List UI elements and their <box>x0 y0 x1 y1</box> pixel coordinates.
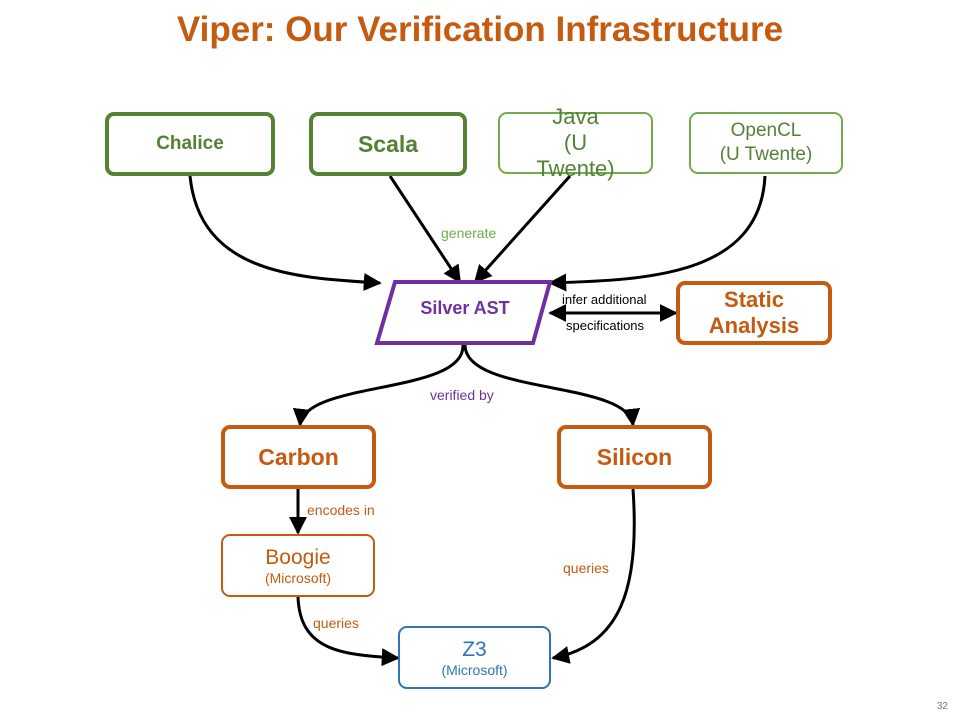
carbon-node: Carbon <box>221 425 376 489</box>
arrow-boogie-to-z3 <box>296 596 400 667</box>
generate-label: generate <box>441 225 497 241</box>
encodes-in-label: encodes in <box>307 502 375 518</box>
z3-node: Z3 (Microsoft) <box>398 626 551 689</box>
arrow-opencl-to-silver <box>548 175 767 292</box>
static-analysis-label-line2: Analysis <box>708 313 800 338</box>
chalice-node: Chalice <box>105 112 275 176</box>
java-label-line2: (U <box>563 130 588 155</box>
arrow-silver-to-carbon <box>292 344 465 427</box>
static-analysis-node: Static Analysis <box>676 281 832 345</box>
opencl-label-line2: (U Twente) <box>719 144 813 165</box>
java-node: Java (U Twente) <box>498 104 653 181</box>
arrow-chalice-to-silver <box>188 175 382 291</box>
opencl-label-line1: OpenCL <box>730 120 802 141</box>
static-analysis-label-line1: Static <box>724 287 784 312</box>
opencl-node: OpenCL (U Twente) <box>689 112 843 174</box>
page-number: 32 <box>936 701 948 712</box>
arrow-silver-to-silicon <box>463 344 641 427</box>
arrow-scala-to-silver <box>388 175 462 284</box>
infer-label-line1: infer additional <box>562 292 647 307</box>
java-label-line3: Twente) <box>536 156 615 181</box>
verified-by-label: verified by <box>430 387 494 403</box>
chalice-label: Chalice <box>156 133 224 154</box>
silver-ast-label: Silver AST <box>420 298 510 318</box>
boogie-node: Boogie (Microsoft) <box>221 534 375 597</box>
java-label-line1: Java <box>552 104 599 129</box>
scala-node: Scala <box>309 112 467 176</box>
slide-title: Viper: Our Verification Infrastructure <box>176 10 784 49</box>
z3-sublabel: (Microsoft) <box>441 661 508 678</box>
carbon-label: Carbon <box>258 443 339 470</box>
queries-boogie-label: queries <box>313 615 359 631</box>
boogie-label: Boogie <box>265 545 331 569</box>
z3-label: Z3 <box>462 637 487 661</box>
silicon-node: Silicon <box>557 425 712 489</box>
silver-ast-shape <box>374 280 553 345</box>
boogie-sublabel: (Microsoft) <box>264 569 332 586</box>
arrow-silicon-to-z3 <box>551 488 636 664</box>
infer-label-line2: specifications <box>566 318 645 333</box>
silicon-label: Silicon <box>596 443 673 470</box>
arrow-java-to-silver <box>473 174 572 284</box>
scala-label: Scala <box>357 130 419 157</box>
queries-silicon-label: queries <box>563 560 609 576</box>
